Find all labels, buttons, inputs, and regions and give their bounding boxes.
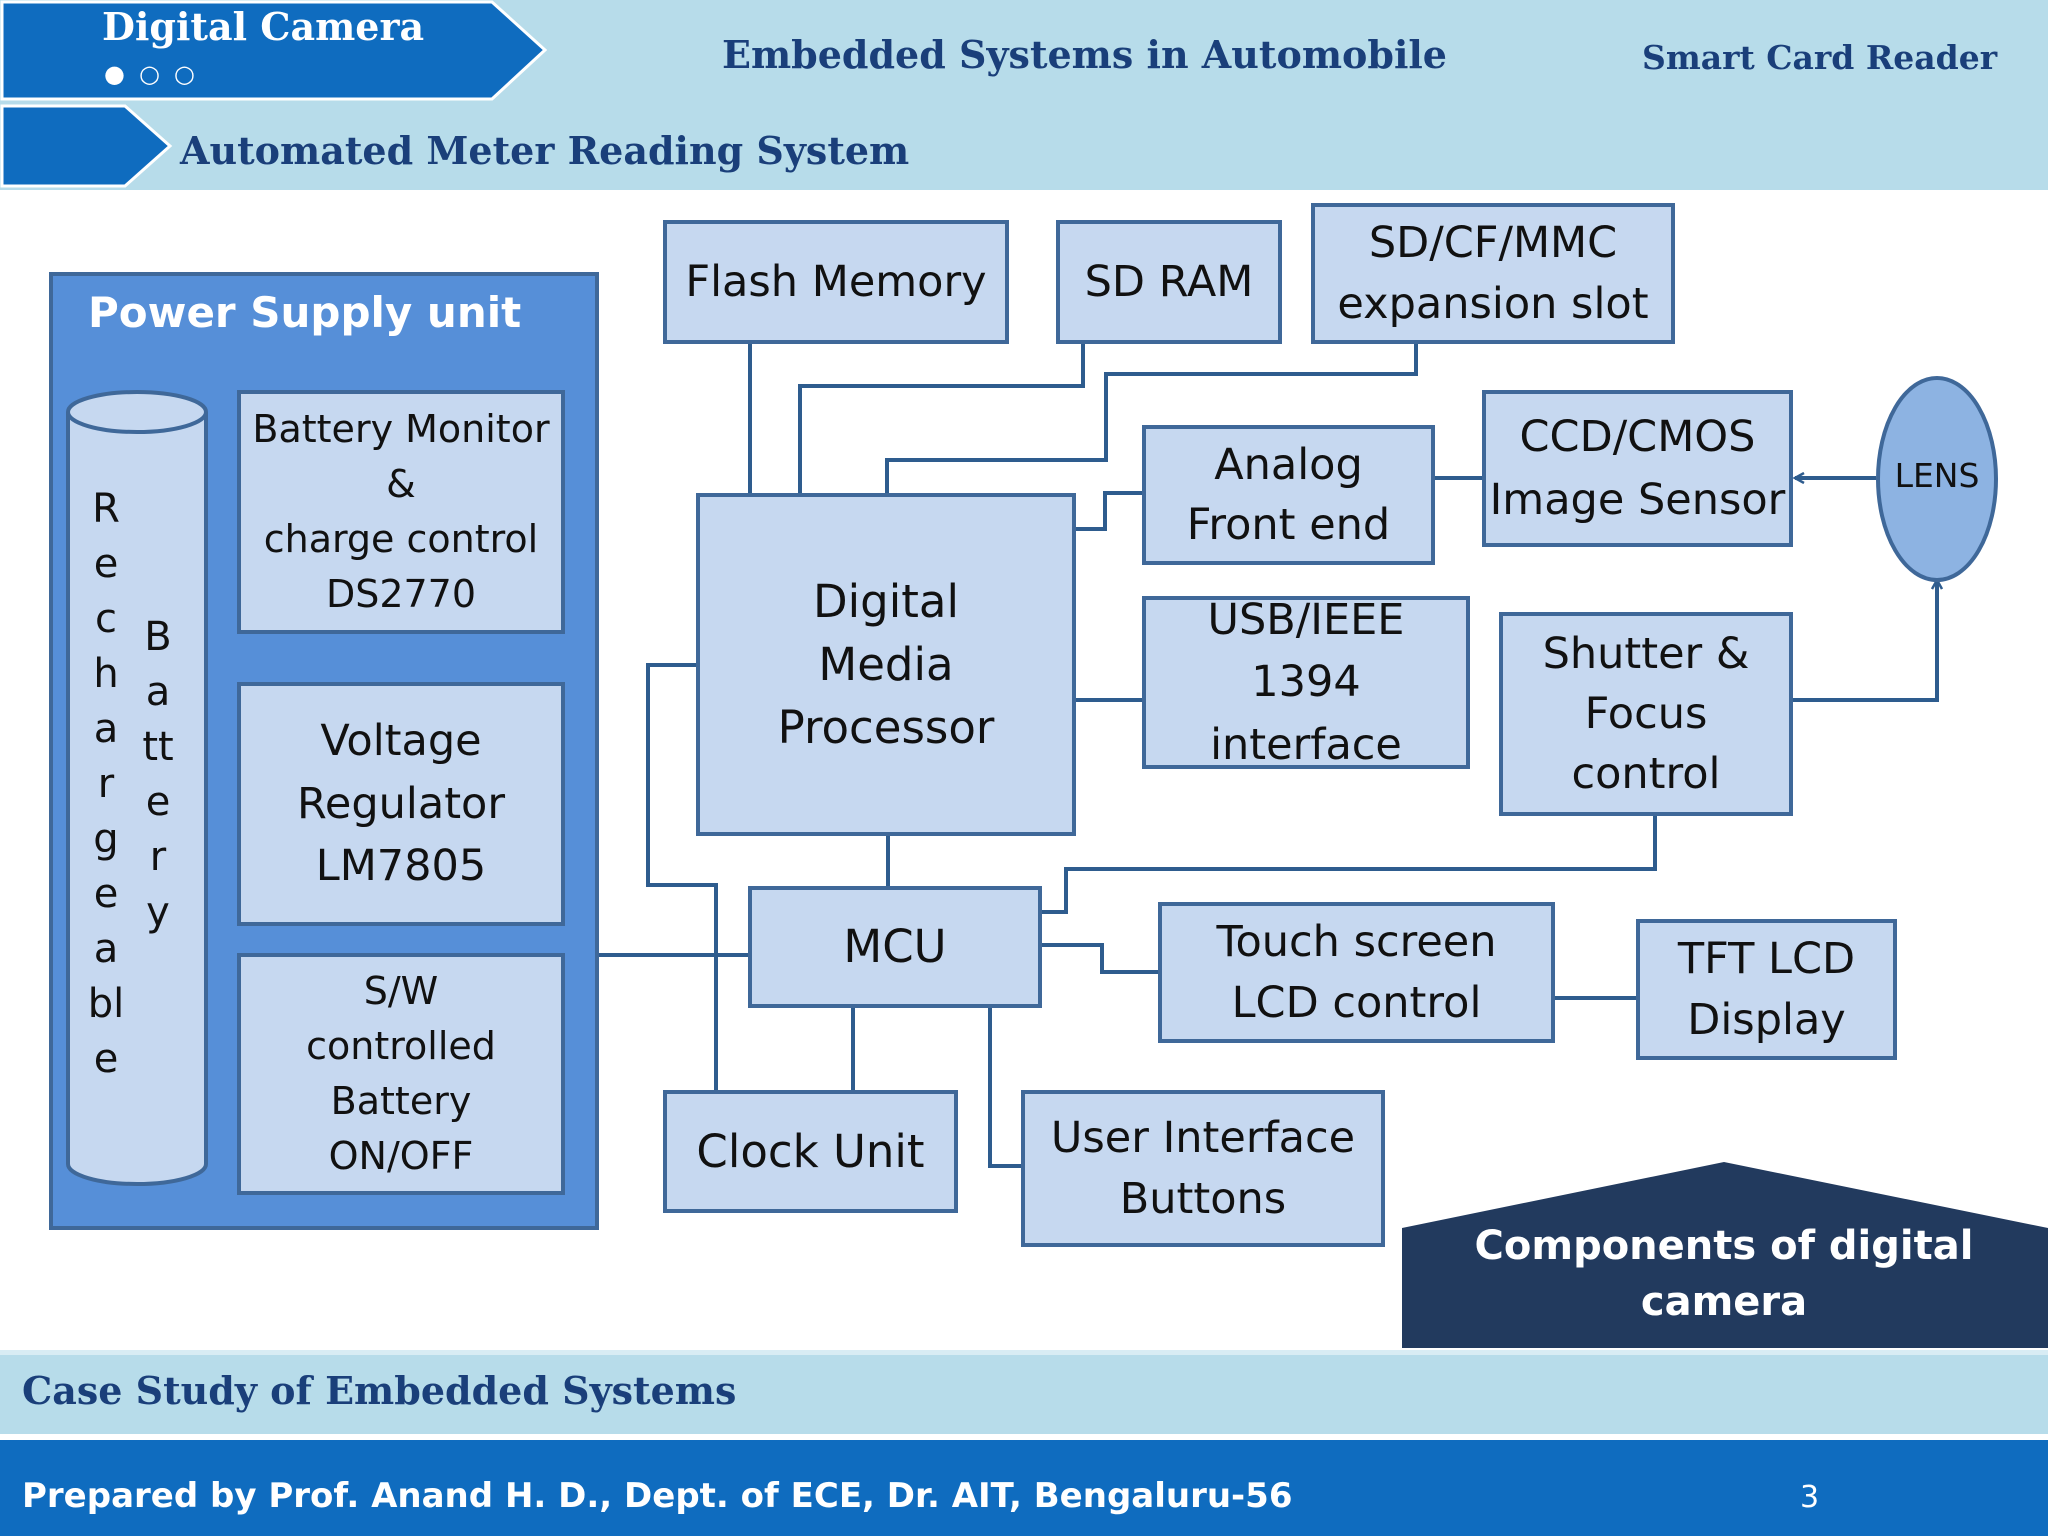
wire-dmp-afe — [1074, 491, 1144, 531]
power-supply-title: Power Supply unit — [88, 288, 522, 337]
wire-expansion-dmp — [885, 342, 1418, 495]
case-study-title: Case Study of Embedded Systems — [22, 1368, 737, 1413]
battery-cylinder — [66, 390, 208, 1186]
image-sensor-block: CCD/CMOS Image Sensor — [1482, 390, 1793, 547]
tab-digital-camera-shape — [0, 0, 548, 101]
case-study-band — [0, 1350, 2048, 1434]
expansion-slot-block: SD/CF/MMC expansion slot — [1311, 203, 1675, 344]
header-tabs-shapes — [0, 0, 548, 188]
battery-label-rechargeable: Rechargeable — [87, 486, 125, 1082]
slide-dots: ●○○ — [104, 60, 209, 88]
battery-label-battery: Battery — [142, 614, 174, 935]
tab-amr-shape — [0, 104, 173, 188]
dot-3[interactable]: ○ — [173, 60, 209, 88]
wire-mcu-ui — [988, 1006, 1023, 1168]
lens-label: LENS — [1894, 456, 1980, 495]
tab-smart-card-reader[interactable]: Smart Card Reader — [1642, 38, 1998, 77]
wire-shutter-lens — [1791, 580, 1937, 702]
shutter-focus-block: Shutter & Focus control — [1499, 612, 1793, 816]
footer-credit: Prepared by Prof. Anand H. D., Dept. of … — [22, 1476, 1293, 1516]
touch-screen-block: Touch screen LCD control — [1158, 902, 1555, 1043]
usb-interface-block: USB/IEEE 1394 interface — [1142, 595, 1470, 770]
callout-shape — [1402, 1162, 2048, 1348]
page-number: 3 — [1800, 1480, 1820, 1515]
dot-1[interactable]: ● — [104, 60, 139, 88]
battery-monitor-block: Battery Monitor & charge control DS2770 — [237, 390, 565, 634]
footer-band — [0, 1440, 2048, 1536]
wire-sdram-dmp — [798, 342, 1085, 495]
wire-mcu-touch — [1040, 943, 1160, 974]
tab-digital-camera[interactable]: Digital Camera — [102, 4, 425, 49]
tab-embedded-automobile[interactable]: Embedded Systems in Automobile — [722, 32, 1447, 77]
sw-battery-block: S/W controlled Battery ON/OFF — [237, 953, 565, 1195]
voltage-regulator-block: Voltage Regulator LM7805 — [237, 682, 565, 926]
sd-ram-block: SD RAM — [1056, 220, 1282, 344]
lens-ellipse — [1876, 376, 1998, 582]
clock-unit-block: Clock Unit — [663, 1090, 958, 1213]
ui-buttons-block: User Interface Buttons — [1021, 1090, 1385, 1247]
tft-lcd-block: TFT LCD Display — [1636, 919, 1897, 1060]
analog-front-end-block: Analog Front end — [1142, 425, 1435, 565]
dot-2[interactable]: ○ — [138, 60, 174, 88]
digital-media-processor-block: Digital Media Processor — [696, 493, 1076, 836]
tab-automated-meter-reading[interactable]: Automated Meter Reading System — [180, 128, 910, 173]
flash-memory-block: Flash Memory — [663, 220, 1009, 344]
wire-shutter-mcu — [1040, 814, 1657, 914]
mcu-block: MCU — [748, 886, 1042, 1008]
callout-label: Components of digital camera — [1474, 1223, 1974, 1325]
wire-clock-dmp — [646, 663, 718, 1092]
